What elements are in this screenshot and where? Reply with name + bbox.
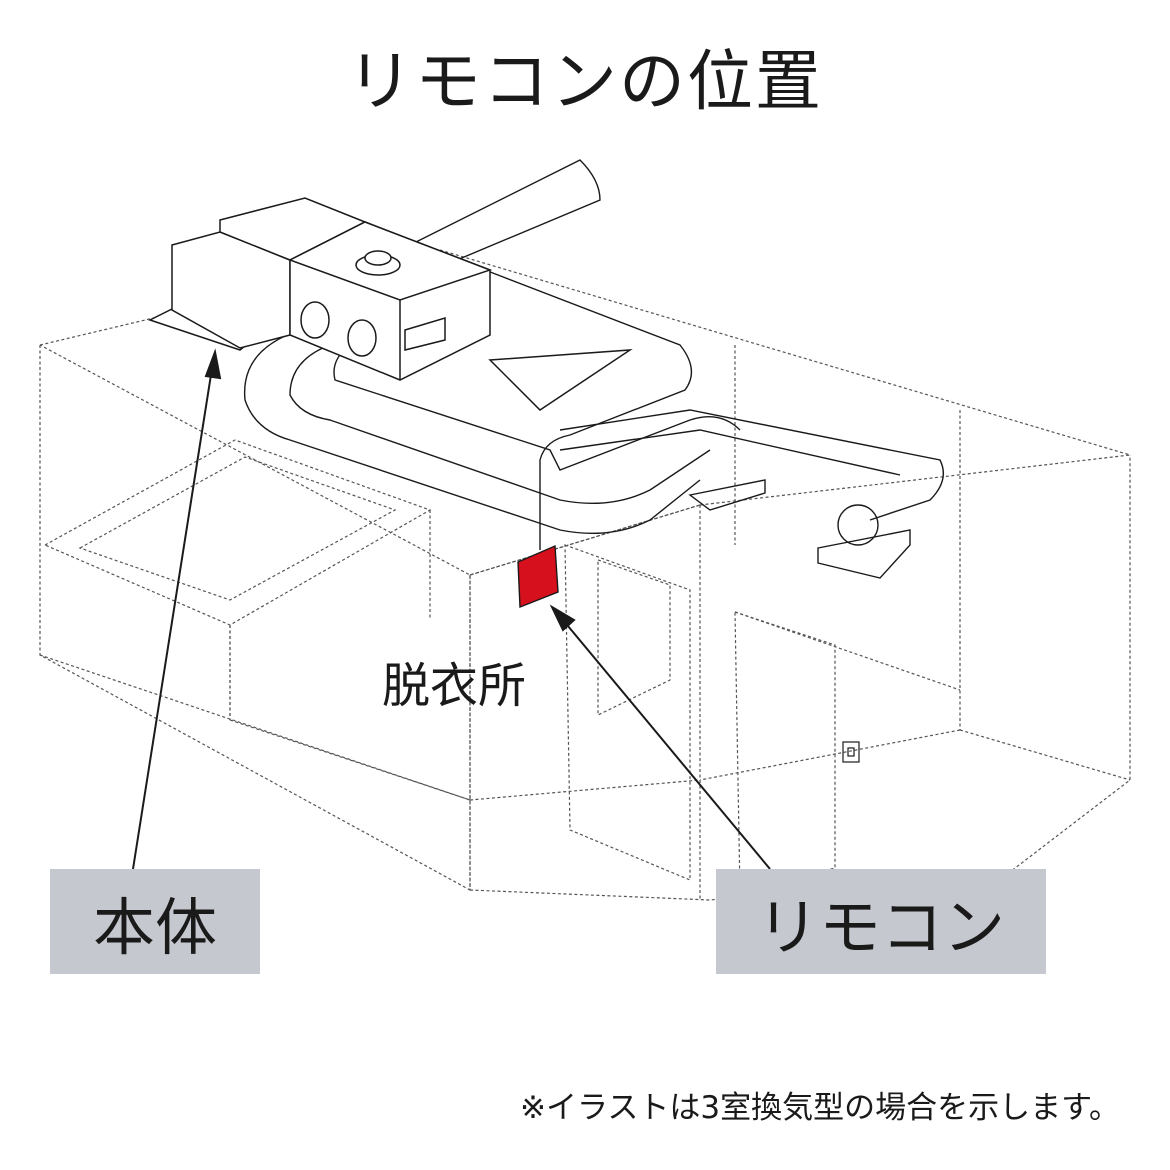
body-leader-line (132, 361, 214, 870)
footnote: ※イラストは3室換気型の場合を示します。 (520, 1090, 1120, 1126)
remote-arrowhead (549, 604, 576, 632)
remote-leader-line (557, 613, 771, 870)
duct-system (243, 159, 944, 579)
main-unit (148, 197, 633, 411)
room-label: 脱衣所 (382, 658, 527, 714)
remote-label-text: リモコン (756, 890, 1005, 964)
leader-lines (132, 348, 771, 870)
house-dashed-outline (39, 249, 1131, 901)
body-label: 本体 (50, 869, 260, 974)
diagram-title: リモコンの位置 (347, 43, 823, 120)
body-arrowhead (204, 348, 222, 380)
body-label-text: 本体 (92, 890, 217, 964)
wall-switch (842, 741, 860, 763)
remote-label: リモコン (716, 869, 1046, 974)
remote-control-marker (517, 544, 559, 609)
remote-control (517, 544, 559, 609)
